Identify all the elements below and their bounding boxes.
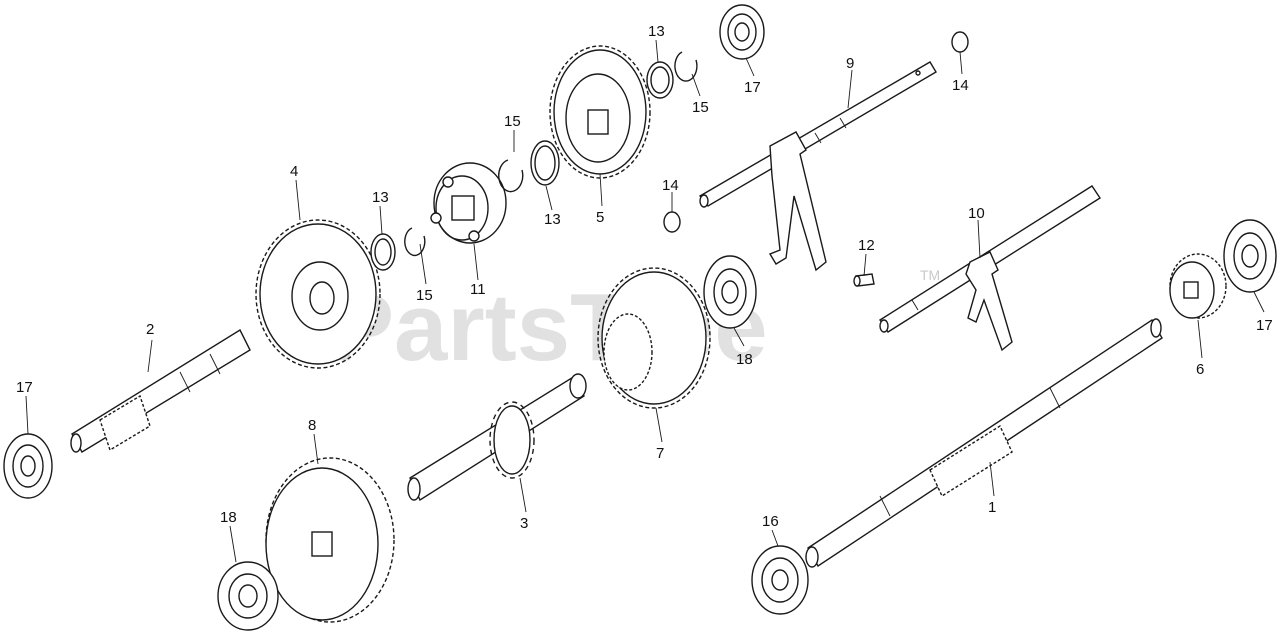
leader-7 (655, 407, 663, 443)
callout-1: 1 (988, 499, 996, 516)
callout-6: 6 (1196, 361, 1204, 378)
part-13-washer-middle-inner (534, 145, 556, 181)
callout-9: 9 (846, 55, 854, 72)
part-15-circlip-top[interactable] (674, 51, 698, 82)
callout-13c: 13 (648, 23, 665, 40)
leader-14a (959, 51, 963, 75)
callout-18a: 18 (220, 509, 237, 526)
callout-4: 4 (290, 163, 298, 180)
callout-17a: 17 (16, 379, 33, 396)
leader-15c (691, 73, 701, 97)
callout-3: 3 (520, 515, 528, 532)
callout-15c: 15 (692, 99, 709, 116)
leader-4 (295, 179, 301, 221)
callout-13b: 13 (544, 211, 561, 228)
callout-8: 8 (308, 417, 316, 434)
part-6-small-gear[interactable] (1169, 253, 1227, 319)
part-14-circlip-top[interactable] (951, 31, 969, 53)
leader-17b (745, 57, 755, 77)
part-12-pin[interactable] (853, 273, 875, 287)
leader-13a (379, 205, 383, 235)
leader-5 (599, 173, 603, 207)
part-17-bearing-left[interactable] (3, 433, 53, 499)
part-15-circlip-middle[interactable] (498, 159, 524, 193)
leader-11 (473, 243, 479, 281)
leader-17c (1253, 291, 1265, 313)
callout-14a: 14 (952, 77, 969, 94)
callout-16: 16 (762, 513, 779, 530)
leader-2 (147, 339, 153, 373)
leader-18b (733, 327, 745, 347)
part-15-circlip-left[interactable] (404, 227, 426, 257)
part-18-bearing-left[interactable] (217, 561, 279, 631)
leader-17a (25, 395, 29, 435)
part-1-main-shaft[interactable] (805, 318, 1163, 568)
part-17-bearing-top[interactable] (719, 4, 765, 60)
part-7-gear[interactable] (597, 267, 711, 409)
part-14-circlip-middle[interactable] (663, 211, 681, 233)
callout-18b: 18 (736, 351, 753, 368)
callout-13a: 13 (372, 189, 389, 206)
part-3-sprocket-shaft[interactable] (407, 373, 587, 502)
part-8-large-gear[interactable] (265, 457, 395, 623)
part-11-clutch-hub[interactable] (430, 162, 507, 244)
callout-10: 10 (968, 205, 985, 222)
callout-2: 2 (146, 321, 154, 338)
callout-5: 5 (596, 209, 604, 226)
part-16-bearing[interactable] (751, 545, 809, 615)
leader-3 (519, 477, 527, 513)
callout-17c: 17 (1256, 317, 1273, 334)
leader-13b (545, 185, 553, 211)
leader-12 (863, 253, 867, 277)
leader-6 (1197, 319, 1203, 359)
part-17-bearing-right[interactable] (1223, 219, 1277, 293)
part-2-shaft[interactable] (70, 329, 251, 453)
part-5-gear[interactable] (549, 45, 651, 179)
part-13-washer-left-inner (374, 238, 392, 266)
callout-17b: 17 (744, 79, 761, 96)
part-10-shift-fork-shaft[interactable] (879, 185, 1101, 352)
callout-11: 11 (470, 281, 486, 298)
callout-15b: 15 (504, 113, 521, 130)
leader-15a (419, 243, 427, 285)
leader-18a (229, 525, 237, 563)
callout-7: 7 (656, 445, 664, 462)
leader-9 (847, 69, 853, 109)
leader-16 (771, 529, 779, 547)
callout-14b: 14 (662, 177, 679, 194)
leader-1 (989, 461, 995, 497)
part-18-bearing-middle[interactable] (703, 255, 757, 329)
callout-15a: 15 (416, 287, 433, 304)
watermark-trademark: TM (920, 267, 940, 283)
leader-8 (313, 433, 319, 465)
part-9-shift-fork-shaft[interactable] (698, 61, 937, 272)
callout-12: 12 (858, 237, 875, 254)
part-4-large-gear[interactable] (255, 219, 381, 369)
leader-10 (977, 219, 981, 259)
part-13-washer-top-inner (650, 66, 670, 94)
leader-13c (655, 39, 659, 63)
